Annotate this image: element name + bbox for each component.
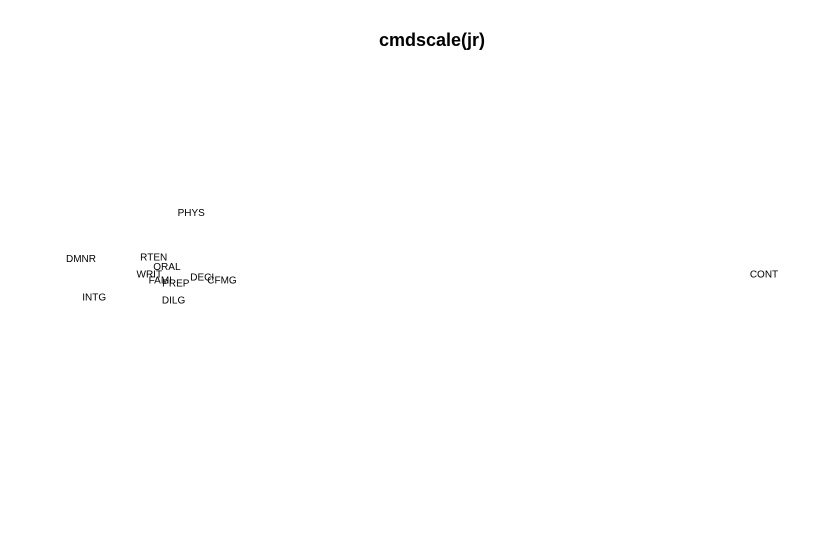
point-label-fami: FAMI	[149, 276, 172, 287]
point-label-cont: CONT	[750, 270, 778, 281]
point-label-oral: ORAL	[153, 262, 181, 273]
chart-title: cmdscale(jr)	[379, 30, 485, 50]
point-label-dilg: DILG	[162, 296, 186, 307]
point-label-writ: WRIT	[137, 270, 163, 281]
point-label-dmnr: DMNR	[66, 254, 96, 265]
point-label-cfmg: CFMG	[207, 276, 237, 287]
point-label-rten: RTEN	[140, 253, 167, 264]
point-label-intg: INTG	[82, 293, 106, 304]
point-label-phys: PHYS	[178, 208, 206, 219]
point-label-prep: PREP	[162, 279, 190, 290]
point-label-deci: DECI	[190, 273, 214, 284]
